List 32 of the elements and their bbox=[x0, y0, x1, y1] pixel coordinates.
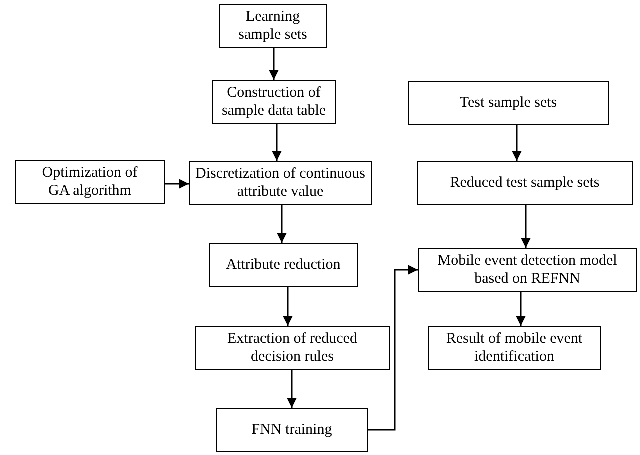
box-label: Optimization of GA algorithm bbox=[41, 164, 139, 200]
box-label: Construction of sample data table bbox=[220, 84, 328, 120]
box-label: Extraction of reduced decision rules bbox=[226, 330, 358, 366]
box-label: FNN training bbox=[252, 421, 332, 439]
process-box bbox=[417, 161, 633, 205]
arrow bbox=[368, 265, 418, 431]
box-label: Learning sample sets bbox=[238, 8, 308, 44]
process-box bbox=[212, 80, 336, 124]
arrow bbox=[287, 370, 297, 408]
box-label: Reduced test sample sets bbox=[450, 174, 600, 192]
process-box bbox=[15, 160, 165, 204]
arrow bbox=[516, 292, 526, 326]
arrow bbox=[272, 124, 282, 161]
box-label: Test sample sets bbox=[460, 94, 558, 112]
process-box bbox=[418, 248, 637, 292]
box-label: Result of mobile event identification bbox=[445, 330, 584, 366]
arrow bbox=[283, 287, 293, 326]
process-box bbox=[189, 161, 372, 205]
process-box bbox=[219, 4, 327, 48]
arrow bbox=[277, 205, 287, 243]
process-box bbox=[209, 243, 358, 287]
arrow bbox=[269, 48, 279, 80]
process-box bbox=[216, 408, 368, 452]
box-label: Mobile event detection model based on REFNN bbox=[436, 252, 618, 288]
arrow bbox=[165, 179, 189, 189]
process-box bbox=[428, 326, 601, 370]
process-box bbox=[195, 326, 390, 370]
arrow bbox=[521, 205, 531, 248]
arrow bbox=[512, 125, 522, 161]
box-label: Attribute reduction bbox=[226, 256, 341, 274]
box-label: Discretization of continuous attribute value bbox=[194, 165, 366, 201]
process-box bbox=[408, 81, 609, 125]
